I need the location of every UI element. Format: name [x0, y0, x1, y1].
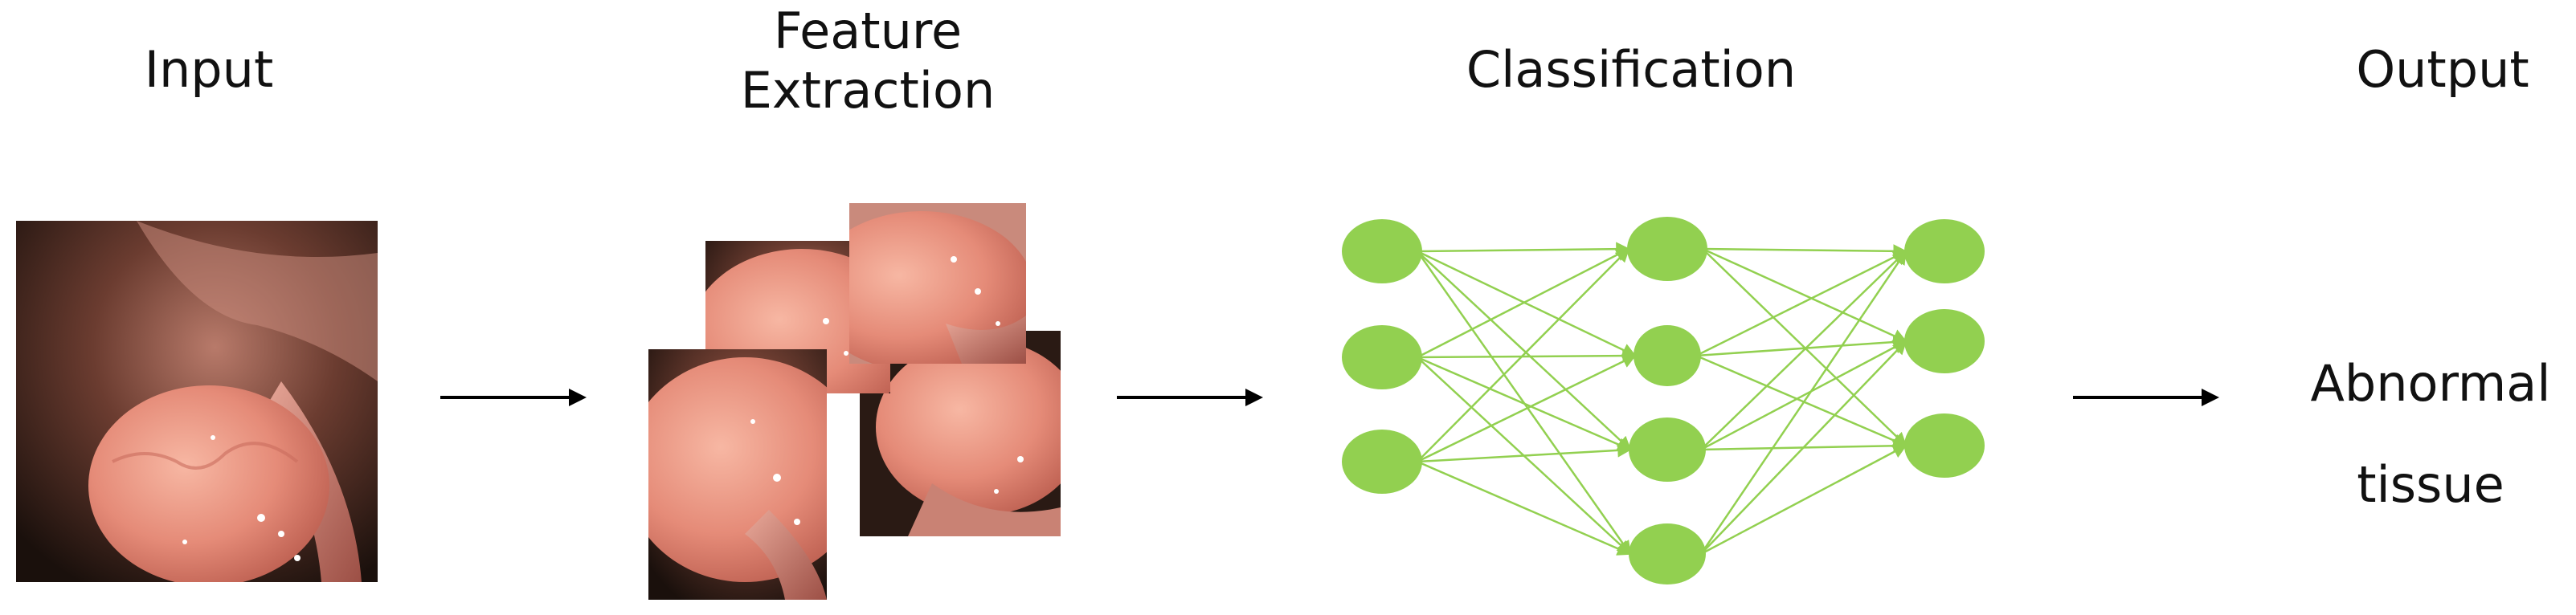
- feature-patch-back-right: [860, 331, 1061, 536]
- connection-l1-3-2: [1700, 444, 1907, 556]
- connection-l0-1-0: [1417, 247, 1630, 359]
- network-connections: [1416, 242, 1907, 556]
- node-layer3-2: [1904, 309, 1985, 373]
- input-heading: Input: [144, 40, 274, 99]
- node-layer3-1: [1904, 219, 1985, 283]
- output-label-line2: tissue: [2357, 455, 2504, 514]
- arrow-features-to-classification: [1117, 389, 1263, 406]
- output-label-line1: Abnormal: [2310, 354, 2551, 413]
- node-layer3-3: [1904, 413, 1985, 478]
- node-layer2-3: [1629, 417, 1706, 482]
- connection-l1-2-0: [1700, 250, 1907, 450]
- feature-heading-line2: Extraction: [740, 61, 996, 120]
- input-endoscopy-image: [16, 221, 378, 582]
- output-label: Abnormal tissue: [2294, 333, 2567, 536]
- connection-l0-2-3: [1417, 460, 1632, 556]
- connection-l0-1-1: [1417, 348, 1637, 363]
- connection-l1-3-0: [1699, 250, 1907, 555]
- connection-l1-1-2: [1695, 354, 1907, 447]
- connection-l0-0-0: [1417, 242, 1630, 256]
- node-layer1-2: [1342, 325, 1422, 389]
- network-nodes: [1342, 217, 1985, 584]
- connection-l0-0-1: [1417, 250, 1637, 357]
- node-layer2-4: [1629, 523, 1706, 584]
- connection-l1-0-1: [1702, 247, 1907, 343]
- arrow-classification-to-output: [2073, 389, 2219, 406]
- output-heading: Output: [2356, 40, 2529, 99]
- node-layer1-3: [1342, 430, 1422, 494]
- connection-l1-1-0: [1695, 250, 1907, 357]
- feature-patch-top-right: [849, 203, 1026, 364]
- arrow-input-to-features: [440, 389, 587, 406]
- connection-l1-1-1: [1695, 335, 1907, 357]
- node-layer1-1: [1342, 219, 1422, 283]
- classification-heading: Classification: [1466, 40, 1797, 99]
- connection-l0-1-2: [1417, 356, 1632, 451]
- connection-l0-2-2: [1417, 443, 1632, 463]
- feature-patch-front-left: [648, 349, 827, 600]
- connection-l0-2-0: [1417, 247, 1630, 462]
- feature-extraction-heading: Feature Extraction: [699, 2, 1037, 120]
- connection-l1-3-1: [1700, 340, 1907, 555]
- connection-l0-0-2: [1417, 250, 1632, 451]
- connection-l1-0-0: [1702, 244, 1907, 259]
- node-layer2-2: [1634, 325, 1701, 386]
- node-layer2-1: [1627, 217, 1707, 281]
- feature-heading-line1: Feature: [773, 2, 963, 60]
- connection-l0-2-1: [1417, 354, 1637, 463]
- connection-l1-2-1: [1700, 340, 1907, 451]
